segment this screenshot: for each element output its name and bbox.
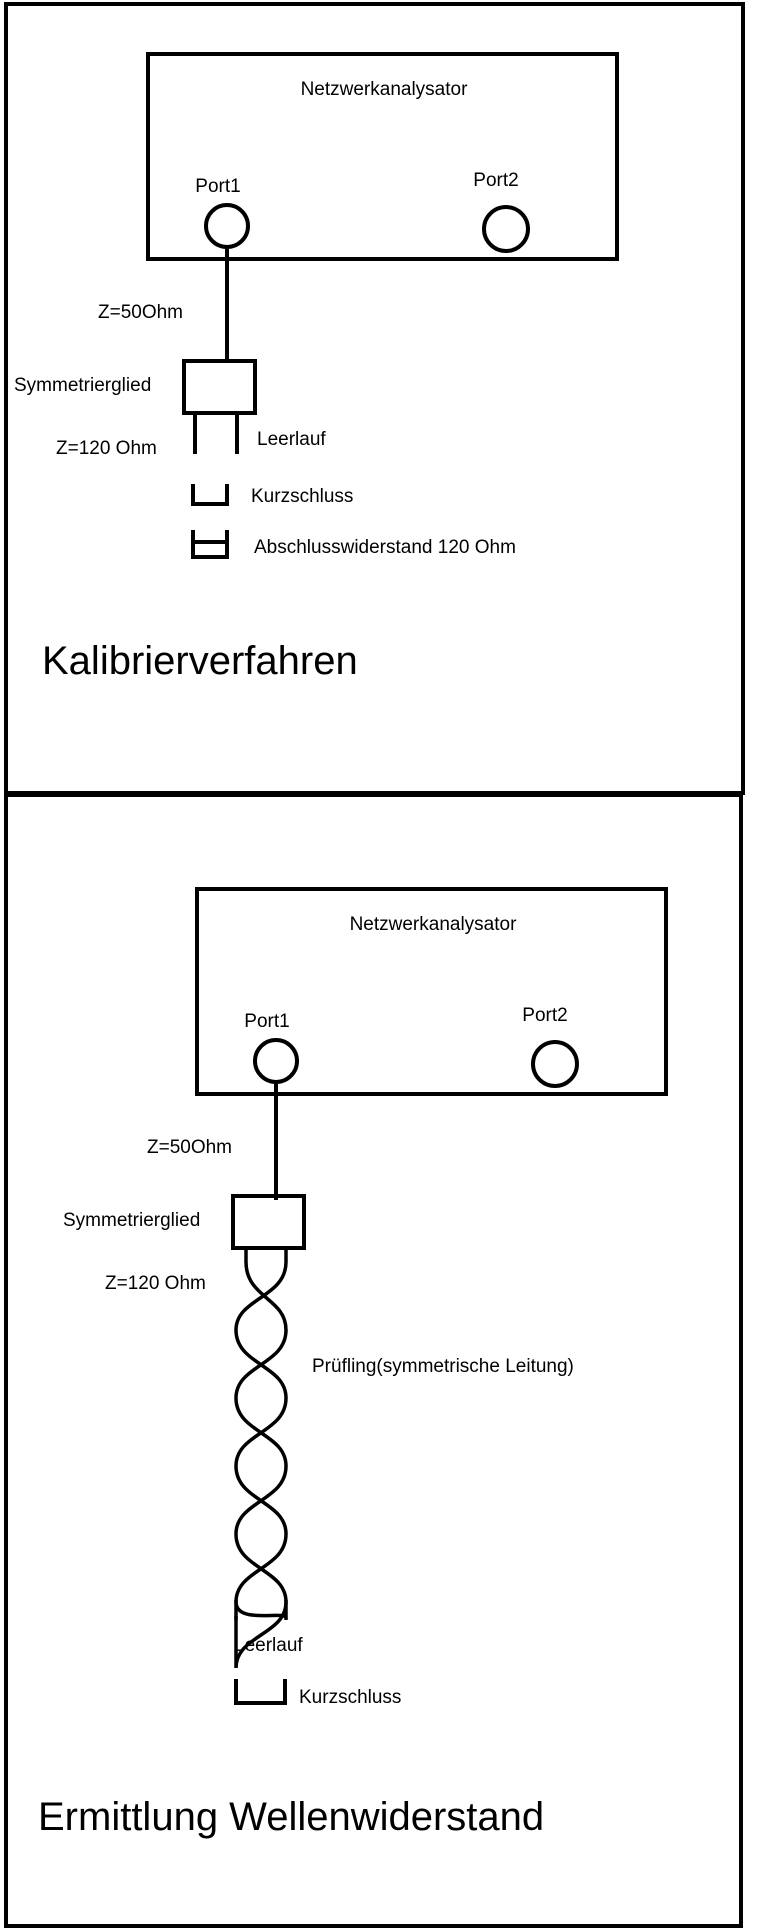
- balun-label: Symmetrierglied: [14, 375, 151, 396]
- short-circuit-symbol-2: [234, 1679, 287, 1705]
- load-resistor-symbol: [191, 530, 229, 559]
- impedance-measurement-panel: Netzwerkanalysator Port1 Port2 Z=50Ohm S…: [4, 793, 743, 1928]
- impedance-50-label: Z=50Ohm: [98, 302, 183, 323]
- balun-box: [182, 359, 257, 415]
- balun-box-2: [231, 1194, 306, 1250]
- port2-label: Port2: [473, 170, 518, 191]
- short-circuit-symbol: [191, 484, 229, 506]
- network-analyzer-label: Netzwerkanalysator: [301, 79, 469, 100]
- network-analyzer-label-2: Netzwerkanalysator: [350, 914, 518, 935]
- calibration-panel: Netzwerkanalysator Port1 Port2 Z=50Ohm S…: [4, 2, 745, 795]
- port1-connector: [204, 203, 250, 249]
- port1-label-2: Port1: [244, 1011, 289, 1032]
- measurement-panel-frame: [4, 793, 743, 1928]
- impedance-120-label: Z=120 Ohm: [56, 438, 157, 459]
- network-analyzer-box: [146, 52, 619, 261]
- section-title-calibration: Kalibrierverfahren: [42, 639, 358, 683]
- short-label: Kurzschluss: [251, 486, 353, 507]
- network-analyzer-box-2: [195, 887, 668, 1096]
- impedance-120-label-2: Z=120 Ohm: [105, 1273, 206, 1294]
- port2-connector: [482, 205, 530, 253]
- short-label-2: Kurzschluss: [299, 1687, 401, 1708]
- twisted-pair-wire-b: [234, 1248, 288, 1620]
- impedance-50-label-2: Z=50Ohm: [147, 1137, 232, 1158]
- dut-label: Prüfling(symmetrische Leitung): [312, 1356, 574, 1377]
- load-label: Abschlusswiderstand 120 Ohm: [254, 537, 516, 558]
- port2-label-2: Port2: [522, 1005, 567, 1026]
- port1-connector-2: [253, 1038, 299, 1084]
- open-label: Leerlauf: [257, 429, 326, 450]
- port1-label: Port1: [195, 176, 240, 197]
- open-label-2: Leerlauf: [234, 1635, 303, 1656]
- section-title-measurement: Ermittlung Wellenwiderstand: [38, 1795, 544, 1839]
- balun-label-2: Symmetrierglied: [63, 1210, 200, 1231]
- port2-connector-2: [531, 1040, 579, 1088]
